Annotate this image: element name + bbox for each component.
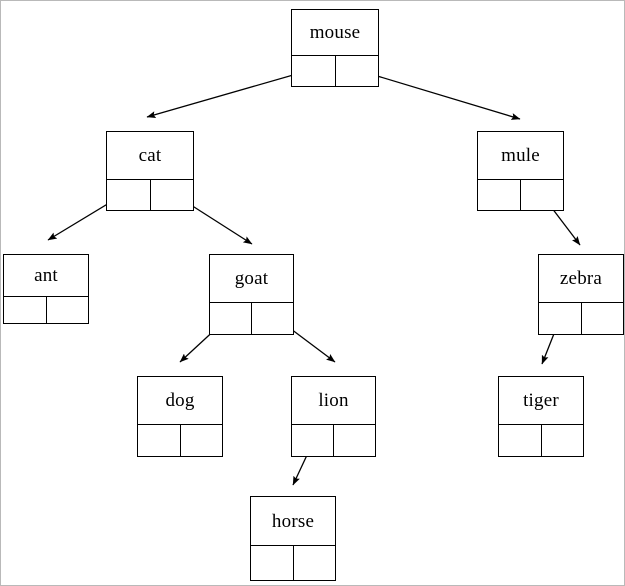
node-label-dog: dog bbox=[165, 390, 195, 411]
node-label-goat: goat bbox=[234, 268, 269, 289]
node-label-mule: mule bbox=[501, 145, 540, 166]
node-label-ant: ant bbox=[34, 265, 58, 286]
right-pointer-cell-zebra[interactable] bbox=[582, 303, 624, 334]
left-pointer-cell-ant[interactable] bbox=[4, 297, 47, 323]
right-pointer-cell-ant[interactable] bbox=[47, 297, 89, 323]
node-pointers-tiger bbox=[499, 424, 583, 456]
left-pointer-cell-zebra[interactable] bbox=[539, 303, 582, 334]
node-label-horse: horse bbox=[271, 510, 315, 532]
node-pointers-cat bbox=[107, 179, 193, 210]
node-pointers-lion bbox=[292, 424, 375, 456]
node-label-zebra: zebra bbox=[559, 268, 603, 289]
tree-node-mouse[interactable]: mouse bbox=[291, 9, 379, 87]
node-label-mouse: mouse bbox=[309, 22, 361, 43]
left-pointer-cell-cat[interactable] bbox=[107, 180, 151, 210]
left-pointer-cell-lion[interactable] bbox=[292, 425, 334, 456]
edge-mouse-to-cat bbox=[146, 68, 315, 118]
node-pointers-ant bbox=[4, 296, 88, 323]
left-pointer-cell-tiger[interactable] bbox=[499, 425, 542, 456]
right-pointer-cell-mule[interactable] bbox=[521, 180, 563, 210]
node-pointers-mule bbox=[478, 179, 563, 210]
node-label-lion: lion bbox=[318, 390, 349, 411]
tree-node-horse[interactable]: horse bbox=[250, 496, 336, 581]
node-label-tiger: tiger bbox=[523, 390, 559, 411]
left-pointer-cell-mouse[interactable] bbox=[292, 56, 336, 86]
right-pointer-cell-dog[interactable] bbox=[181, 425, 223, 456]
left-pointer-cell-mule[interactable] bbox=[478, 180, 521, 210]
tree-node-goat[interactable]: goat bbox=[209, 254, 294, 335]
node-pointers-mouse bbox=[292, 55, 378, 86]
left-pointer-cell-goat[interactable] bbox=[210, 303, 252, 334]
tree-node-mule[interactable]: mule bbox=[477, 131, 564, 211]
tree-node-tiger[interactable]: tiger bbox=[498, 376, 584, 457]
tree-node-dog[interactable]: dog bbox=[137, 376, 223, 457]
right-pointer-cell-tiger[interactable] bbox=[542, 425, 584, 456]
right-pointer-cell-goat[interactable] bbox=[252, 303, 293, 334]
tree-node-lion[interactable]: lion bbox=[291, 376, 376, 457]
right-pointer-cell-cat[interactable] bbox=[151, 180, 194, 210]
node-pointers-dog bbox=[138, 424, 222, 456]
node-pointers-zebra bbox=[539, 302, 623, 334]
right-pointer-cell-mouse[interactable] bbox=[336, 56, 379, 86]
node-pointers-horse bbox=[251, 545, 335, 580]
right-pointer-cell-lion[interactable] bbox=[334, 425, 375, 456]
node-label-cat: cat bbox=[138, 145, 162, 166]
tree-node-cat[interactable]: cat bbox=[106, 131, 194, 211]
left-pointer-cell-dog[interactable] bbox=[138, 425, 181, 456]
tree-node-ant[interactable]: ant bbox=[3, 254, 89, 324]
tree-node-zebra[interactable]: zebra bbox=[538, 254, 624, 335]
right-pointer-cell-horse[interactable] bbox=[294, 546, 336, 580]
node-pointers-goat bbox=[210, 302, 293, 334]
left-pointer-cell-horse[interactable] bbox=[251, 546, 294, 580]
